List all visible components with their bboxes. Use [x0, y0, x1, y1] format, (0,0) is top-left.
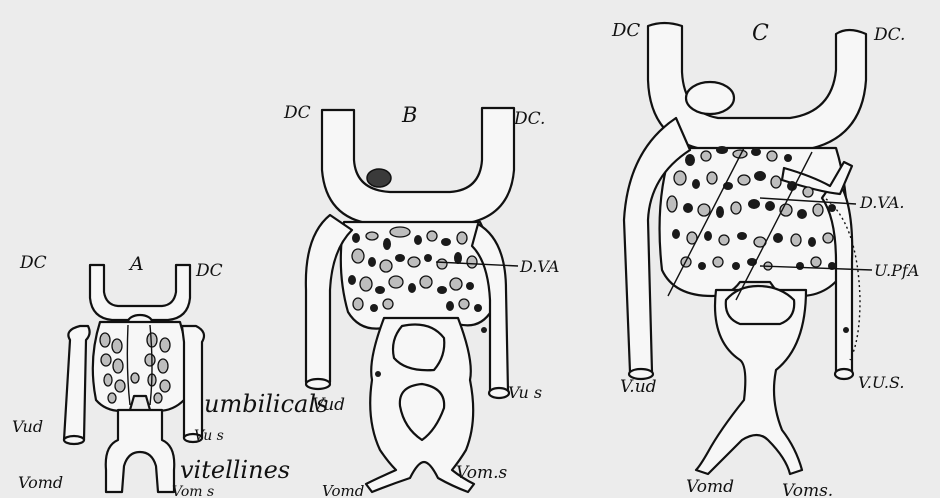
panel-a-voms: Vom s [172, 484, 214, 498]
panel-c-dva: D.VA. [859, 193, 904, 212]
panel-b-vud-end [306, 379, 330, 389]
panel-a-vus: Vu s [194, 428, 224, 444]
panel-a-vud: Vud [12, 417, 43, 436]
panel-a-dc-right: DC [195, 261, 223, 281]
panel-b-voms: Vom.s [456, 463, 507, 483]
panel-a-dc-left: DC [19, 253, 47, 273]
panel-c-dc-right: DC. [873, 25, 905, 45]
panel-c-liver-mass [660, 148, 848, 296]
panel-a-vud-end [64, 436, 84, 444]
panel-c-vus-end [835, 369, 853, 379]
panel-a-vitelline-tubes [106, 410, 175, 492]
panel-c-voms: Voms. [782, 481, 833, 498]
panel-a-letter: A [128, 253, 144, 275]
panel-b-letter: B [401, 103, 417, 127]
panel-c-upfa: U.PfA [874, 261, 919, 280]
panel-c-letter: C [752, 21, 769, 46]
panel-c: DC DC. C D.VA. U.PfA V.ud V.U.S. Vomd Vo… [611, 20, 919, 498]
panel-b-dark-sinus [367, 169, 391, 187]
panel-a-handwritten-umbilicals: umbilicals [204, 390, 328, 418]
panel-c-sinus-swelling [686, 82, 734, 114]
panel-b-dc-right: DC. [513, 109, 545, 129]
panel-a: DC DC A Vud Vu s Vomd Vom s umbilicals v… [12, 253, 328, 498]
panel-c-vud: V.ud [620, 377, 657, 397]
panel-b-duct-of-cuvier [322, 108, 514, 224]
panel-a-handwritten-vitellines: vitellines [180, 456, 290, 484]
panel-a-umbilical-right [182, 326, 204, 438]
panel-a-umbilical-left [64, 326, 90, 440]
panel-b-dc-left: DC [283, 103, 311, 123]
panel-a-vomd: Vomd [18, 473, 63, 492]
panel-b-vud: Vud [312, 395, 345, 415]
panel-c-vomd: Vomd [686, 477, 734, 497]
panel-b-dva: D.VA [519, 257, 559, 276]
panel-b-inner-ring-top [393, 325, 444, 371]
panel-b-vomd: Vomd [322, 482, 364, 498]
panel-c-inner-window [726, 286, 794, 324]
panel-c-dc-left: DC [611, 20, 640, 41]
panel-b-vus: Vu s [508, 383, 542, 402]
panel-b: DC DC. B D.VA Vud Vu s Vomd Vom.s [283, 103, 559, 498]
panel-c-vus: V.U.S. [858, 373, 904, 392]
panel-b-vus-end [489, 388, 509, 398]
